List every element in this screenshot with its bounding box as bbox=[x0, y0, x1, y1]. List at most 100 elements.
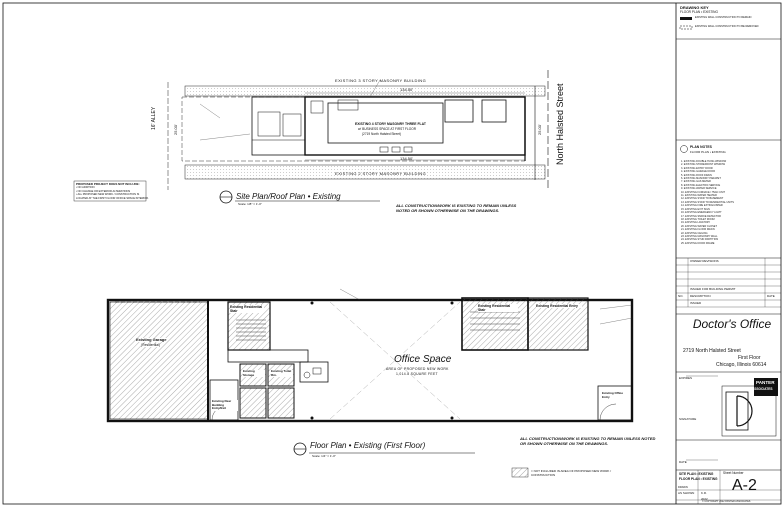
storage-2 bbox=[239, 387, 267, 419]
plan-notes-title: PLAN NOTES bbox=[690, 145, 712, 149]
checked-value: K.R. bbox=[701, 491, 707, 495]
plan-note: 12. EXISTING STAIR TO BASEMENT bbox=[681, 197, 724, 201]
expires-label: EXPIRES bbox=[679, 376, 693, 380]
sheet-desc-1: SITE PLAN • EXISTING bbox=[679, 472, 714, 476]
drawn-value: AS SHOWN bbox=[678, 491, 695, 495]
plan-note: 21. EXISTING FLOOR DRAIN bbox=[681, 228, 715, 232]
office-space-area: 1,014.8 SQUARE FEET bbox=[396, 372, 438, 376]
sheet-desc-2: FLOOR PLAN • EXISTING bbox=[679, 477, 718, 481]
date-value: 2022 bbox=[701, 497, 708, 501]
firm-name-2: ASSOCIATES bbox=[752, 387, 773, 391]
office-space-label: Office Space bbox=[394, 354, 452, 365]
res-stair-left-label: Existing Residential Stair bbox=[230, 305, 264, 313]
plan-note: 19. EXISTING LAVATORY bbox=[681, 221, 711, 225]
sheet-number: A-2 bbox=[732, 477, 757, 494]
floor-plan-legend: = NOT INCLUDED IN AREA OF PROPOSED NEW W… bbox=[531, 469, 612, 477]
plan-note: 15. EXISTING EXIT SIGN bbox=[681, 207, 710, 211]
garage-label: Existing Garage bbox=[136, 337, 167, 342]
dim-bottom: 134.50' bbox=[400, 156, 413, 161]
plan-note: 25. EXISTING DOOR FRAME bbox=[681, 241, 715, 245]
sheet-number-label: Sheet Number bbox=[723, 471, 744, 475]
plan-note: 9. EXISTING WATER SERVICE bbox=[681, 187, 717, 191]
plan-note: 4. EXISTING GARAGE DOOR bbox=[681, 170, 716, 174]
neighbor-building-top bbox=[184, 85, 546, 97]
site-plan-title: Site Plan/Roof Plan • Existing bbox=[236, 192, 341, 201]
address-line-2: First Floor bbox=[738, 355, 761, 361]
site-plan-note: ALL CONSTRUCTION/WORK IS EXISTING TO REM… bbox=[396, 203, 517, 214]
office-entry-label: Existing Office Entry bbox=[602, 391, 624, 399]
dim-top: 134.50' bbox=[400, 87, 413, 92]
top-building-label: EXISTING 3 STORY MASONRY BUILDING bbox=[335, 78, 427, 83]
plan-note: 22. EXISTING CEILING bbox=[681, 231, 708, 235]
site-plan-scale: Scale: 1/8" = 1'-0" bbox=[238, 202, 262, 206]
firm-name-1: PANTER bbox=[756, 380, 775, 385]
date-label: DATE bbox=[679, 460, 687, 464]
plan-note: 16. EXISTING EMERGENCY LIGHT bbox=[681, 211, 722, 215]
office-space-sub: AREA OF PROPOSED NEW WORK bbox=[386, 367, 449, 371]
plan-note: 6. EXISTING MASONRY PARAPET bbox=[681, 177, 721, 181]
dim-left: 25.00' bbox=[173, 124, 178, 135]
dim-right: 25.00' bbox=[537, 124, 542, 135]
plan-note: 14. EXISTING FIRE EXTINGUISHER bbox=[681, 204, 723, 208]
plan-notes-list: 1. EXISTING DOUBLE HUNG WINDOW 2. EXISTI… bbox=[681, 160, 781, 245]
plan-note: 23. EXISTING MASONRY WALL bbox=[681, 234, 718, 238]
plan-note: 3. EXISTING ENTRY DOOR bbox=[681, 166, 713, 170]
alley-label: 16' ALLEY bbox=[151, 106, 157, 130]
plan-notes-subtitle: FLOOR PLAN • EXISTING bbox=[690, 149, 726, 154]
revision-row: ISSUED FOR BUILDING PERMIT bbox=[690, 287, 736, 291]
street-label: North Halsted Street bbox=[555, 83, 565, 165]
plan-note: 18. EXISTING TOILET ROOM bbox=[681, 217, 715, 221]
drawn-label: DRAWN bbox=[678, 486, 688, 489]
floor-plan-note: ALL CONSTRUCTION/WORK IS EXISTING TO REM… bbox=[520, 436, 656, 447]
scope-note-line: LOCATED AT THE FIRST FLOOR OFFICE SPACE … bbox=[76, 196, 149, 200]
address-line-3: Chicago, Illinois 60614 bbox=[716, 362, 767, 368]
res-stair-right-label: Existing Residential Stair bbox=[478, 304, 518, 312]
floor-plan-scale: Scale: 1/4" = 1'-0" bbox=[312, 454, 336, 458]
scope-note-line: • NO CHANGE OR EXTERIOR ALTERATIONS bbox=[76, 189, 131, 193]
signature-label: SIGNATURE bbox=[679, 417, 697, 421]
rear-entry-label: Existing Rear Building Entry/Exit bbox=[212, 399, 238, 411]
garage-sub: (Residential) bbox=[141, 343, 161, 348]
scope-note-line: • ALL PROPOSED NEW WORK / CONSTRUCTION I… bbox=[76, 193, 140, 196]
scope-note-title: PROPOSED PROJECT DOES NOT INCLUDE: bbox=[76, 182, 140, 186]
plan-note: 1. EXISTING DOUBLE HUNG WINDOW bbox=[681, 160, 727, 163]
plan-note: 20. EXISTING WATER CLOSET bbox=[681, 224, 717, 228]
drawing-key-item: EXISTING WALL CONSTRUCTION TO BE REMOVED bbox=[695, 25, 759, 28]
plan-note: 24. EXISTING STUD PARTITION bbox=[681, 238, 719, 242]
main-building-label: EXISTING 4 STORY MASONRY THREE FLAT bbox=[355, 122, 426, 126]
project-title: Doctor's Office bbox=[692, 317, 772, 331]
res-entry-label: Existing Residential Entry bbox=[536, 304, 582, 308]
plan-note: 10. EXISTING FURNACE / HVAC UNIT bbox=[681, 190, 725, 194]
address-line-1: 2719 North Halsted Street bbox=[683, 348, 741, 354]
drawing-key-title: DRAWING KEY bbox=[680, 5, 709, 10]
col-date: DATE bbox=[767, 294, 775, 298]
legend-swatch bbox=[511, 467, 529, 478]
toilet-label: Existing Toilet Rm. bbox=[271, 369, 293, 378]
neighbor-building-bottom bbox=[184, 164, 546, 180]
scope-note-line: • NO ADDITION bbox=[76, 186, 95, 189]
storage-3 bbox=[267, 387, 295, 419]
drawing-key-subtitle: FLOOR PLAN • EXISTING bbox=[680, 10, 718, 14]
revisions-header: OWNER REVISIONS bbox=[690, 259, 719, 263]
storage-label: Existing Storage bbox=[243, 369, 265, 378]
main-building-label-2: w/ BUSINESS SPACE AT FIRST FLOOR bbox=[358, 127, 417, 131]
plan-note: 7. EXISTING GAS METER bbox=[681, 180, 711, 184]
plan-note: 17. EXISTING SMOKE DETECTOR bbox=[681, 214, 721, 218]
drawing-key-item: EXISTING WALL CONSTRUCTION TO REMAIN bbox=[695, 16, 752, 19]
plan-note: 11. EXISTING WATER HEATER bbox=[681, 194, 717, 198]
issued-label: ISSUED bbox=[690, 301, 702, 305]
plan-note: 5. EXISTING ROOF DRAIN bbox=[681, 173, 712, 177]
plan-note: 2. EXISTING STOREFRONT WINDOW bbox=[681, 163, 725, 167]
floor-plan-title: Floor Plan • Existing (First Floor) bbox=[310, 441, 426, 450]
col-desc: DESCRIPTION bbox=[690, 294, 711, 298]
col-no: NO. bbox=[678, 294, 684, 298]
title-block-lines bbox=[676, 17, 781, 504]
bottom-building-label: EXISTING 2 STORY MASONRY BUILDING bbox=[335, 171, 427, 176]
plan-note: 8. EXISTING ELECTRIC SERVICE bbox=[681, 183, 721, 187]
plan-note: 13. EXISTING STAIR TO RESIDENTIAL UNITS bbox=[681, 200, 734, 204]
garage-area bbox=[109, 301, 209, 420]
copyright: © COPYRIGHT 2022 PANTER ASSOCIATES bbox=[702, 500, 751, 503]
